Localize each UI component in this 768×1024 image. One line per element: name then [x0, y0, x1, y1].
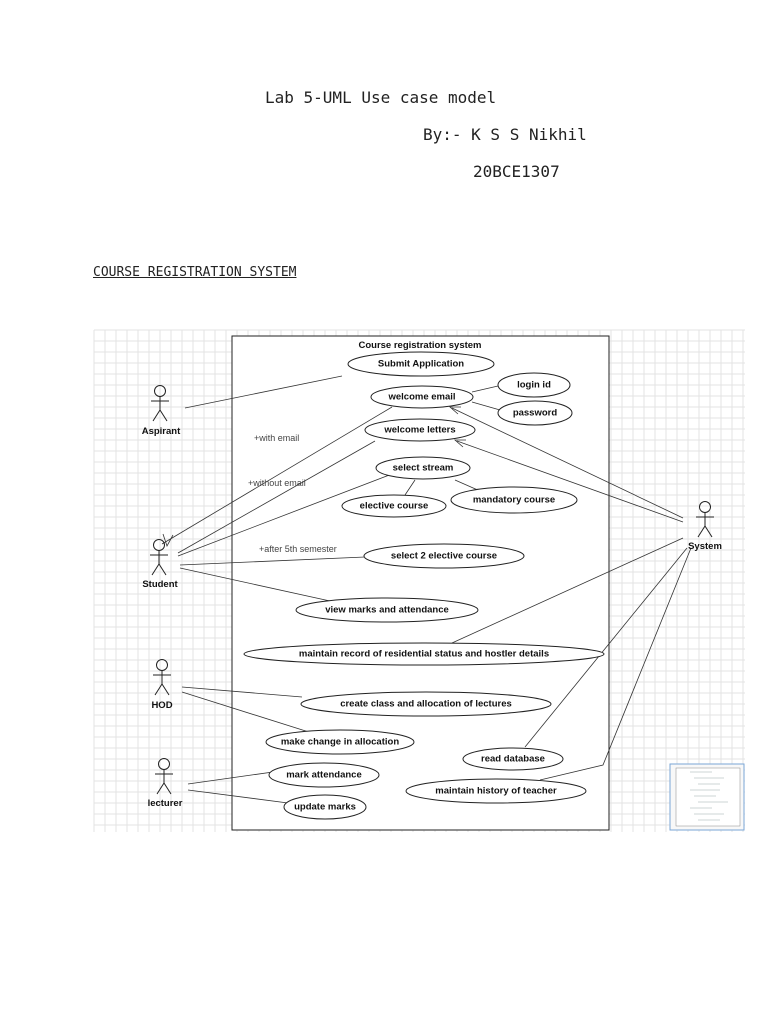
svg-text:read database: read database: [481, 754, 545, 765]
use-case-select-stream: select stream: [375, 456, 471, 480]
assoc-stream-elective: [404, 479, 416, 496]
svg-text:select 2 elective course: select 2 elective course: [391, 551, 497, 562]
annotation-without-email: +without email: [248, 478, 306, 488]
use-case-submit-application: Submit Application: [347, 351, 495, 377]
use-case-view-marks-and-attendance: view marks and attendance: [295, 597, 479, 623]
document-title: Lab 5-UML Use case model: [265, 88, 497, 107]
svg-text:welcome letters: welcome letters: [383, 425, 455, 436]
assoc-email-password: [471, 401, 501, 411]
svg-text:welcome email: welcome email: [387, 392, 455, 403]
svg-text:password: password: [513, 408, 558, 419]
actor-label: lecturer: [148, 798, 183, 809]
author-byline: By:- K S S Nikhil: [423, 125, 587, 144]
assoc-system-history: [539, 547, 692, 781]
assoc-aspirant-submit: [184, 375, 343, 409]
use-case-welcome-letters: welcome letters: [364, 418, 476, 442]
svg-text:maintain history of teacher: maintain history of teacher: [435, 786, 557, 797]
assoc-hod-change: [181, 691, 313, 734]
assoc-email-loginid: [471, 385, 499, 393]
svg-text:make change in allocation: make change in allocation: [281, 737, 399, 748]
stick-figure-icon: [155, 758, 173, 795]
assoc-student-email: [161, 406, 393, 545]
use-case-mark-attendance: mark attendance: [268, 762, 380, 788]
section-heading: COURSE REGISTRATION SYSTEM: [93, 265, 297, 280]
svg-text:maintain record of residential: maintain record of residential status an…: [299, 649, 549, 660]
assoc-system-email: [451, 407, 684, 519]
assoc-lecturer-mark: [187, 770, 281, 785]
svg-text:Submit Application: Submit Application: [378, 359, 464, 370]
svg-text:select stream: select stream: [393, 463, 454, 474]
actor-label: Aspirant: [142, 426, 181, 437]
assoc-student-select2: [179, 556, 366, 566]
use-case-login-id: login id: [497, 372, 571, 398]
actor-label: Student: [142, 579, 178, 590]
arrowhead-email: [448, 406, 461, 415]
associations: [161, 375, 692, 804]
diagram-thumbnail: [669, 763, 745, 831]
assoc-system-readdb: [524, 547, 688, 748]
assoc-student-letters: [177, 440, 376, 554]
actor-hod: HOD: [151, 659, 173, 711]
svg-text:mandatory course: mandatory course: [473, 495, 555, 506]
actor-lecturer: lecturer: [148, 758, 183, 809]
stick-figure-icon: [151, 385, 169, 422]
use-case-mandatory-course: mandatory course: [450, 486, 578, 514]
svg-text:create class and allocation of: create class and allocation of lectures: [340, 699, 512, 710]
registration-number: 20BCE1307: [473, 162, 560, 181]
annotation-after-5th-semester: +after 5th semester: [259, 544, 337, 554]
assoc-student-viewmarks: [179, 567, 331, 602]
use-case-select-2-elective-course: select 2 elective course: [363, 543, 525, 569]
use-case-make-change-in-allocation: make change in allocation: [265, 729, 415, 755]
svg-text:update marks: update marks: [294, 802, 356, 813]
use-case-read-database: read database: [462, 747, 564, 771]
use-case-maintain-record: maintain record of residential status an…: [243, 642, 605, 666]
assoc-hod-create: [181, 686, 303, 698]
arrowhead-letters: [453, 439, 466, 448]
svg-text:mark attendance: mark attendance: [286, 770, 362, 781]
assoc-system-letters: [456, 440, 684, 523]
svg-text:elective course: elective course: [360, 501, 429, 512]
use-case-create-class: create class and allocation of lectures: [300, 691, 552, 717]
svg-text:login id: login id: [517, 380, 551, 391]
use-case-elective-course: elective course: [341, 494, 447, 518]
actor-student: Student: [142, 539, 179, 590]
actor-label: System: [688, 541, 722, 552]
actor-label: HOD: [151, 700, 172, 711]
use-case-maintain-history-of-teacher: maintain history of teacher: [405, 778, 587, 804]
use-case-update-marks: update marks: [283, 794, 367, 820]
stick-figure-icon: [153, 659, 171, 696]
assoc-lecturer-update: [187, 789, 289, 804]
stick-figure-icon: [150, 539, 168, 576]
stick-figure-icon: [696, 501, 714, 538]
assoc-system-maintain: [451, 537, 684, 644]
actor-system: System: [688, 501, 722, 552]
annotation-with-email: +with email: [254, 433, 299, 443]
assoc-student-stream: [177, 473, 393, 557]
arrowhead-student: [162, 533, 174, 547]
svg-text:view marks and attendance: view marks and attendance: [325, 605, 449, 616]
actor-aspirant: Aspirant: [142, 385, 181, 437]
boundary-title: Course registration system: [358, 340, 481, 351]
use-case-welcome-email: welcome email: [370, 385, 474, 409]
use-case-password: password: [497, 400, 573, 426]
